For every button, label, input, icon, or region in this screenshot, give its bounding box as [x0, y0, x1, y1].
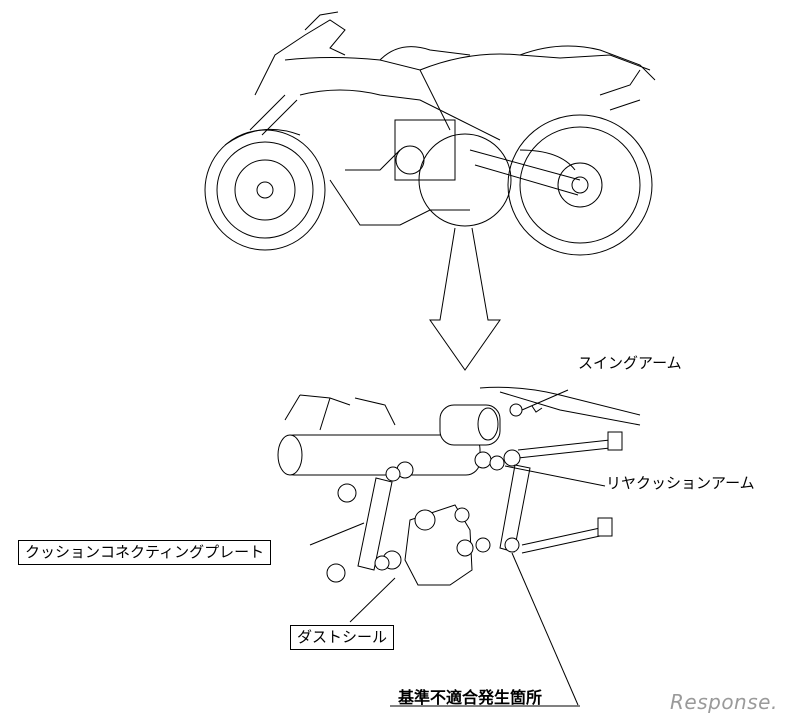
- label-rear-cushion-arm: リヤクッションアーム: [606, 474, 755, 492]
- motorcycle-illustration: [204, 11, 656, 256]
- front-wheel: [204, 129, 326, 251]
- suspension-exploded-view: [277, 386, 641, 586]
- rear-wheel: [507, 114, 653, 256]
- label-dust-seal: ダストシール: [290, 625, 395, 650]
- label-swingarm: スイングアーム: [578, 354, 682, 372]
- label-defect-location: 基準不適合発生箇所: [398, 688, 543, 707]
- zoom-arrow: [429, 227, 501, 371]
- leader-lines: [309, 389, 606, 707]
- detail-callout-circle: [418, 133, 512, 227]
- label-cushion-connecting-plate: クッションコネクティングプレート: [18, 540, 272, 565]
- response-watermark: Response.: [670, 690, 778, 714]
